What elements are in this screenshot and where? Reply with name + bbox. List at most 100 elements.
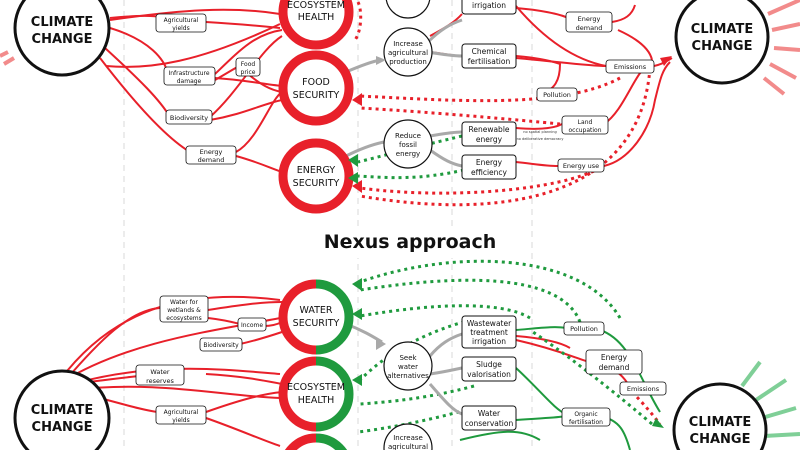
svg-text:Water: Water (478, 409, 501, 418)
svg-text:Seek: Seek (399, 354, 417, 362)
svg-text:Reduce: Reduce (395, 132, 421, 140)
svg-text:Water: Water (150, 368, 170, 376)
svg-text:yields: yields (172, 25, 190, 32)
box-emissions-bottom: Emissions (619, 381, 667, 396)
svg-text:ECOSYSTEM: ECOSYSTEM (287, 382, 345, 393)
box-agricultural-yields-top: Agricultural yields (155, 13, 207, 33)
svg-text:ENERGY: ENERGY (297, 165, 336, 176)
bottom-red-dotted-links (630, 390, 662, 425)
svg-text:Pollution: Pollution (570, 325, 598, 333)
action-irrigation: irrigation (461, 0, 517, 15)
box-water-reserves: Water reserves (135, 364, 185, 386)
svg-text:CLIMATE: CLIMATE (31, 403, 93, 418)
strategy-increase-agri-bottom: Increase agricultural (383, 423, 433, 454)
svg-text:SECURITY: SECURITY (293, 90, 340, 101)
svg-text:CLIMATE: CLIMATE (31, 15, 93, 30)
bottom-green-dotted-links (357, 259, 653, 434)
svg-text:Sludge: Sludge (476, 360, 502, 369)
svg-text:HEALTH: HEALTH (298, 395, 335, 406)
svg-text:Food: Food (241, 61, 256, 68)
svg-text:demand: demand (198, 156, 225, 164)
svg-text:treatment: treatment (470, 328, 508, 337)
svg-text:Energy: Energy (476, 158, 503, 167)
svg-text:price: price (241, 69, 256, 76)
top-red-dotted-links (353, 1, 652, 207)
svg-text:yields: yields (172, 417, 190, 424)
node-ecosystem-health-bottom: ECOSYSTEM HEALTH (278, 356, 354, 432)
svg-text:WATER: WATER (299, 305, 332, 316)
svg-text:fossil: fossil (399, 141, 417, 149)
action-wastewater-treatment: Wastewater treatment irrigation (461, 315, 517, 349)
action-water-conservation: Water conservation (461, 405, 517, 431)
svg-text:CLIMATE: CLIMATE (689, 415, 751, 430)
svg-text:agricultural: agricultural (388, 49, 428, 57)
box-energy-demand-bottom: Energy demand (585, 349, 643, 375)
column-dividers (123, 0, 533, 450)
svg-text:CHANGE: CHANGE (32, 32, 93, 47)
svg-text:Energy: Energy (601, 353, 628, 362)
svg-text:Water for: Water for (170, 299, 198, 306)
svg-text:Wastewater: Wastewater (467, 319, 512, 328)
climate-change-bottom-left: CLIMATE CHANGE (13, 369, 111, 454)
svg-text:no deliberative democracy: no deliberative democracy (517, 137, 564, 141)
strategy-top-partial (385, 0, 431, 19)
box-emissions-top: Emissions (605, 59, 655, 74)
node-partial-bottom (282, 433, 350, 454)
svg-text:Emissions: Emissions (614, 63, 647, 71)
box-energy-demand-left: Energy demand (185, 145, 237, 165)
box-pollution-top: Pollution (536, 87, 578, 102)
svg-text:demand: demand (576, 24, 603, 32)
box-energy-demand-right: Energy demand (565, 11, 613, 33)
svg-text:energy: energy (396, 150, 420, 158)
svg-text:production: production (389, 58, 427, 66)
svg-text:damage: damage (177, 78, 202, 85)
svg-text:no spatial planning: no spatial planning (523, 130, 556, 134)
box-biodiversity-top: Biodiversity (165, 109, 213, 125)
climate-rays-top-right (762, 0, 800, 96)
strategy-seek-water-alternatives: Seek water alternatives (383, 341, 433, 391)
svg-text:valorisation: valorisation (467, 370, 511, 379)
climate-change-top-right: CLIMATE CHANGE (674, 0, 770, 85)
svg-text:Renewable: Renewable (468, 125, 509, 134)
climate-change-top-left: CLIMATE CHANGE (13, 0, 111, 77)
svg-text:energy: energy (476, 135, 503, 144)
box-pollution-bottom: Pollution (563, 321, 605, 336)
arrowheads-bottom (352, 278, 664, 428)
arrowheads-top (348, 56, 672, 193)
svg-text:Energy use: Energy use (563, 162, 599, 170)
svg-text:reserves: reserves (146, 377, 174, 385)
svg-text:CLIMATE: CLIMATE (691, 22, 753, 37)
strategy-reduce-fossil-energy: Reduce fossil energy (383, 119, 433, 169)
svg-text:Increase: Increase (393, 40, 423, 48)
action-energy-efficiency: Energy efficiency (461, 154, 517, 180)
node-food-security: FOOD SECURITY (278, 50, 354, 126)
box-energy-use: Energy use (557, 158, 605, 173)
svg-text:water: water (398, 363, 418, 371)
svg-text:demand: demand (599, 363, 630, 372)
box-biodiversity-bottom: Biodiversity (199, 337, 243, 352)
climate-rays-top-left (0, 50, 16, 66)
strategy-increase-agri-production: Increase agricultural production (383, 27, 433, 77)
box-agricultural-yields-bottom: Agricultural yields (155, 405, 207, 425)
svg-text:ECOSYSTEM: ECOSYSTEM (287, 0, 345, 11)
svg-text:Land: Land (578, 119, 593, 126)
svg-text:Agricultural: Agricultural (164, 409, 199, 416)
climate-change-bottom-right: CLIMATE CHANGE (672, 382, 768, 454)
svg-text:FOOD: FOOD (302, 77, 330, 88)
svg-text:Infrastructure: Infrastructure (168, 70, 209, 77)
svg-text:occupation: occupation (568, 127, 601, 134)
svg-text:CHANGE: CHANGE (690, 432, 751, 447)
box-income: Income (237, 317, 267, 332)
svg-text:Energy: Energy (578, 15, 601, 23)
svg-text:Income: Income (241, 322, 263, 329)
svg-text:irrigation: irrigation (472, 337, 506, 346)
node-ecosystem-health-top: ECOSYSTEM HEALTH (278, 0, 354, 50)
svg-text:CHANGE: CHANGE (692, 39, 753, 54)
svg-text:fertilisation: fertilisation (569, 419, 603, 426)
action-chemical-fertilisation: Chemical fertilisation (461, 43, 517, 69)
svg-text:CHANGE: CHANGE (32, 420, 93, 435)
svg-text:Agricultural: Agricultural (164, 17, 199, 24)
svg-text:ecosystems: ecosystems (166, 315, 201, 322)
svg-text:efficiency: efficiency (471, 168, 508, 177)
